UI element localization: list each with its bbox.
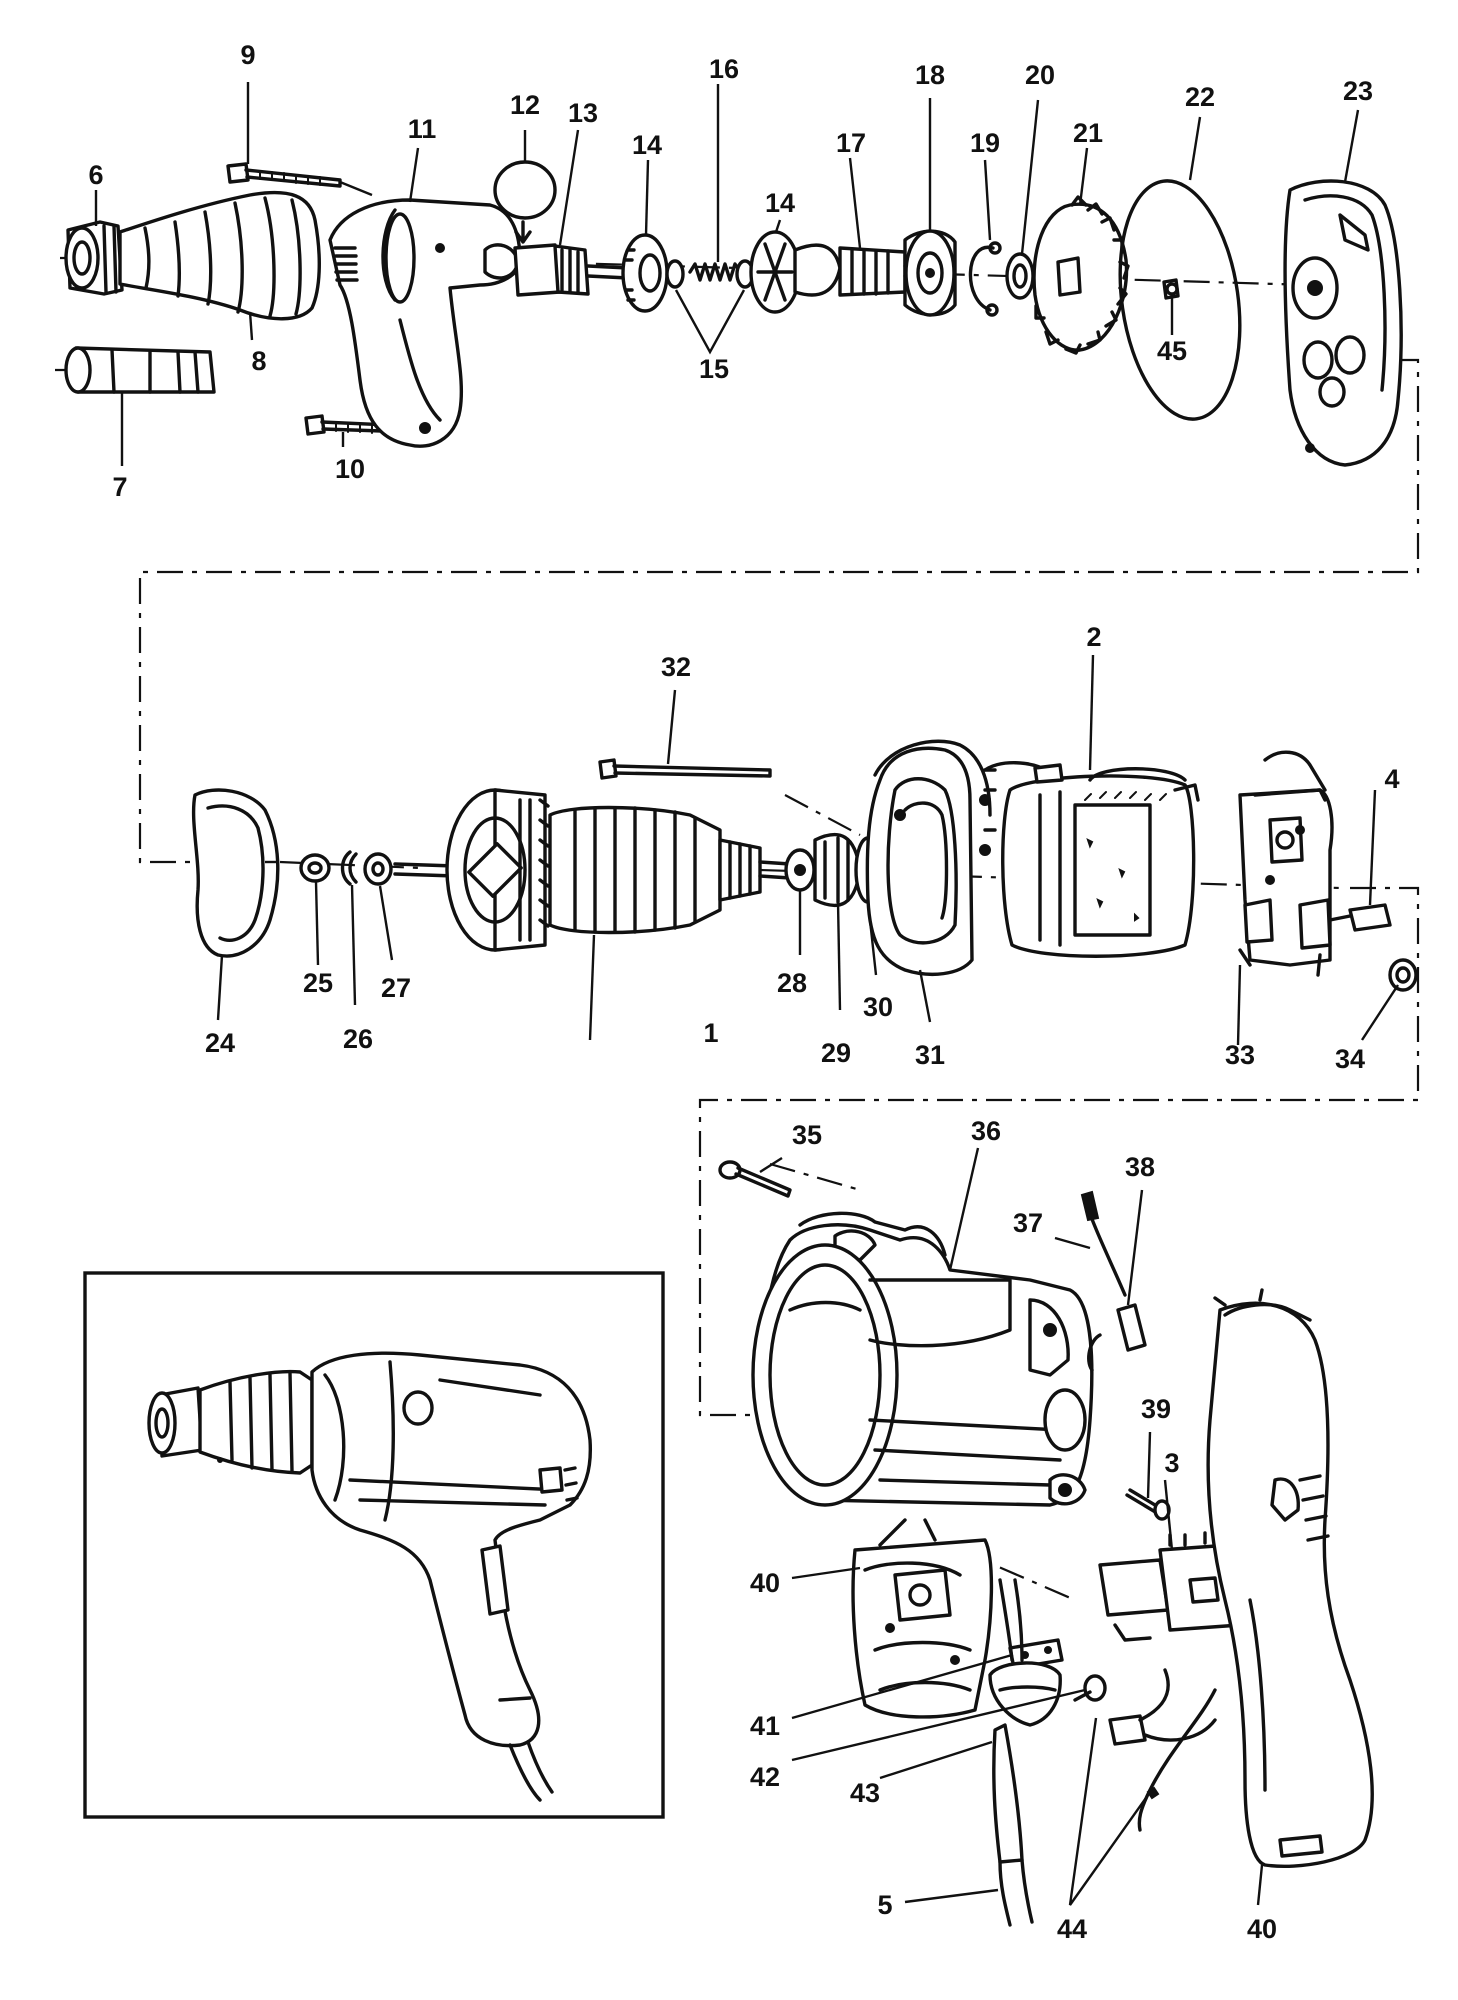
label-part-40-left: 40 [750, 1568, 780, 1598]
label-part-14-front: 14 [632, 130, 662, 160]
cap-part-12 [493, 160, 557, 244]
label-part-44: 44 [1057, 1914, 1087, 1944]
brush-cap-part-34 [1388, 958, 1418, 992]
label-part-35: 35 [792, 1120, 822, 1150]
label-part-29: 29 [821, 1038, 851, 1068]
screw-part-42 [1073, 1674, 1107, 1702]
label-part-27: 27 [381, 973, 411, 1003]
armature-part-1 [393, 788, 792, 952]
label-part-22: 22 [1185, 82, 1215, 112]
bearing-holder-part-29 [813, 832, 862, 908]
carbon-brush-part-4 [1328, 903, 1392, 932]
label-part-38: 38 [1125, 1152, 1155, 1182]
bearing-part-18 [903, 229, 957, 317]
field-stator-part-2 [983, 761, 1200, 958]
handle-right-part-40 [1206, 1288, 1374, 1868]
label-part-45: 45 [1157, 336, 1187, 366]
label-part-31: 31 [915, 1040, 945, 1070]
leader-lines [94, 82, 1400, 1906]
label-part-18: 18 [915, 60, 945, 90]
spindle-part-13 [513, 243, 590, 297]
label-part-41: 41 [750, 1711, 780, 1741]
washer-part-25 [299, 853, 331, 883]
label-part-21: 21 [1073, 118, 1103, 148]
fan-baffle-part-31 [865, 746, 974, 976]
label-part-11: 11 [408, 114, 437, 144]
screw-part-32 [598, 758, 772, 780]
label-part-10: 10 [335, 454, 365, 484]
label-part-2: 2 [1086, 622, 1101, 652]
label-part-15: 15 [699, 354, 729, 384]
label-part-16: 16 [709, 54, 739, 84]
label-part-13: 13 [568, 98, 598, 128]
baffle-part-24 [191, 788, 280, 958]
power-cord-part-5 [998, 1858, 1034, 1927]
fastener-part-45 [1162, 278, 1180, 300]
label-part-34: 34 [1335, 1044, 1365, 1074]
collar-part-7 [64, 346, 216, 394]
bearing-part-28 [784, 848, 816, 892]
label-part-3: 3 [1164, 1448, 1179, 1478]
label-part-4: 4 [1384, 764, 1399, 794]
label-part-7: 7 [112, 472, 127, 502]
label-part-26: 26 [343, 1024, 373, 1054]
gear-plate-part-23 [1283, 179, 1403, 467]
label-part-32: 32 [661, 652, 691, 682]
label-part-14-rear: 14 [765, 188, 795, 218]
screw-part-9 [226, 162, 373, 197]
label-part-39: 39 [1141, 1394, 1171, 1424]
wire-part-37 [1080, 1190, 1127, 1297]
label-part-6: 6 [88, 160, 103, 190]
label-part-20: 20 [1025, 60, 1055, 90]
circlip-part-19 [968, 241, 1002, 317]
label-part-1: 1 [703, 1018, 718, 1048]
label-part-30: 30 [863, 992, 893, 1022]
label-part-5: 5 [877, 1890, 892, 1920]
gear-housing-part-11 [328, 198, 522, 448]
depth-locator-part-8 [118, 190, 321, 321]
motor-housing-part-36 [751, 1211, 1094, 1507]
washer-part-20 [1005, 252, 1035, 300]
part-number-labels: 1 2 3 4 5 6 7 8 9 10 11 12 13 14 14 15 1… [88, 40, 1399, 1944]
label-part-40-right: 40 [1247, 1914, 1277, 1944]
assembled-tool-inset [83, 1271, 665, 1819]
label-part-24: 24 [205, 1028, 235, 1058]
motor-housing-ring-part-2a [873, 739, 997, 856]
spring-assembly-part-15-16 [665, 259, 755, 289]
label-part-33: 33 [1225, 1040, 1255, 1070]
screw-part-35 [718, 1160, 792, 1198]
nose-collar-part-6 [64, 220, 124, 296]
clutch-part-14-rear [749, 230, 801, 314]
o-ring-part-22 [1118, 179, 1242, 421]
label-part-9: 9 [240, 40, 255, 70]
label-part-28: 28 [777, 968, 807, 998]
label-part-17: 17 [836, 128, 866, 158]
bearing-part-14-front [586, 233, 669, 313]
label-part-37: 37 [1013, 1208, 1043, 1238]
gear-part-21 [1032, 195, 1130, 355]
terminal-part-38 [1087, 1303, 1147, 1372]
brush-holder-part-33 [1238, 750, 1334, 977]
leads-part-44 [1108, 1668, 1217, 1832]
handle-left-part-40 [851, 1518, 994, 1719]
label-part-23: 23 [1343, 76, 1373, 106]
label-part-8: 8 [251, 346, 266, 376]
label-part-36: 36 [971, 1116, 1001, 1146]
label-part-25: 25 [303, 968, 333, 998]
label-part-12: 12 [510, 90, 540, 120]
screw-part-39 [1125, 1488, 1171, 1521]
switch-part-3 [1098, 1530, 1242, 1642]
clip-part-26 [340, 850, 358, 886]
washer-part-27 [363, 852, 393, 886]
label-part-19: 19 [970, 128, 1000, 158]
label-part-43: 43 [850, 1778, 880, 1808]
label-part-42: 42 [750, 1762, 780, 1792]
cord-protector-part-43 [988, 1578, 1062, 1864]
